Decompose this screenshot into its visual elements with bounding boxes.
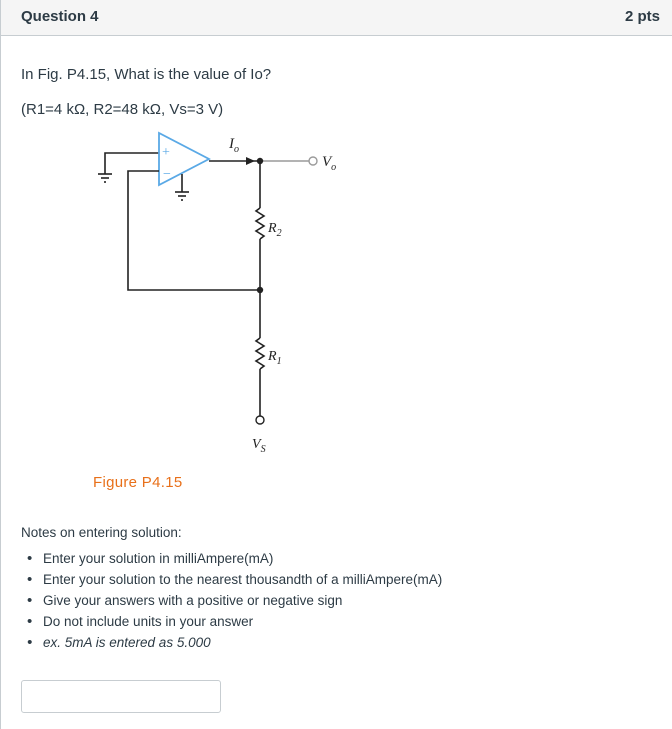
op-amp-ground-symbol bbox=[175, 174, 189, 201]
notes-list: Enter your solution in milliAmpere(mA) E… bbox=[23, 548, 442, 653]
question-header: Question 4 2 pts bbox=[1, 0, 672, 36]
r1-label-sub: 1 bbox=[277, 356, 282, 367]
r2-label-main: R bbox=[267, 221, 277, 236]
r2-resistor bbox=[254, 161, 266, 290]
feedback-wire bbox=[127, 170, 260, 291]
list-item: Do not include units in your answer bbox=[23, 611, 442, 632]
r1-label-main: R bbox=[267, 349, 277, 364]
left-ground-symbol bbox=[98, 152, 159, 183]
list-item: ex. 5mA is entered as 5.000 bbox=[23, 632, 442, 653]
figure-caption: Figure P4.15 bbox=[93, 474, 183, 491]
question-prompt: In Fig. P4.15, What is the value of Io? bbox=[21, 66, 272, 83]
op-amp-minus-label: − bbox=[163, 167, 171, 182]
vs-label-main: V bbox=[252, 437, 262, 452]
r1-resistor bbox=[254, 290, 266, 416]
question-given-values: (R1=4 kΩ, R2=48 kΩ, Vs=3 V) bbox=[21, 101, 224, 118]
list-item: Give your answers with a positive or neg… bbox=[23, 590, 442, 611]
circuit-figure: + − Io Vo R2 bbox=[98, 131, 336, 455]
notes-title: Notes on entering solution: bbox=[21, 525, 182, 540]
io-current-arrow bbox=[246, 157, 255, 165]
r1-label: R1 bbox=[267, 349, 282, 367]
answer-input[interactable] bbox=[21, 680, 221, 713]
op-amp-symbol: + − bbox=[158, 131, 211, 187]
list-item: Enter your solution to the nearest thous… bbox=[23, 569, 442, 590]
vs-terminal bbox=[255, 415, 265, 425]
r2-label: R2 bbox=[267, 221, 282, 239]
vs-label: VS bbox=[252, 437, 266, 455]
vo-label: Vo bbox=[322, 154, 336, 173]
vo-label-sub: o bbox=[331, 162, 336, 173]
io-label: Io bbox=[228, 136, 239, 155]
vs-label-sub: S bbox=[261, 444, 266, 455]
op-amp-plus-label: + bbox=[162, 145, 170, 160]
vo-terminal bbox=[308, 156, 318, 166]
question-title: Question 4 bbox=[21, 8, 99, 25]
vo-label-main: V bbox=[322, 154, 333, 170]
list-item: Enter your solution in milliAmpere(mA) bbox=[23, 548, 442, 569]
io-label-main: I bbox=[228, 136, 235, 152]
io-label-sub: o bbox=[234, 144, 239, 155]
r2-label-sub: 2 bbox=[277, 228, 282, 239]
question-points: 2 pts bbox=[624, 8, 660, 25]
